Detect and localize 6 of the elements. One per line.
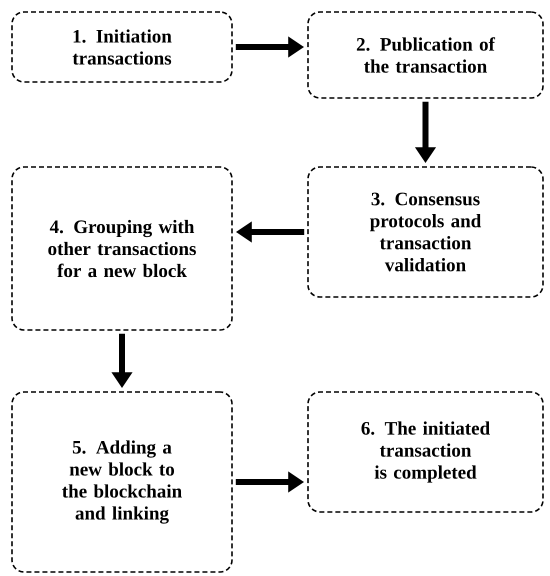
process-box: 6. The initiated transaction is completed [307, 391, 544, 513]
process-box: 2. Publication of the transaction [307, 11, 544, 99]
process-box: 3. Consensus protocols and transaction validation [307, 166, 544, 298]
process-box: 5. Adding a new block to the blockchain and linking [11, 391, 233, 573]
process-box: 4. Grouping with other transactions for a new block [11, 166, 233, 331]
process-box: 1. Initiation transactions [11, 11, 233, 83]
